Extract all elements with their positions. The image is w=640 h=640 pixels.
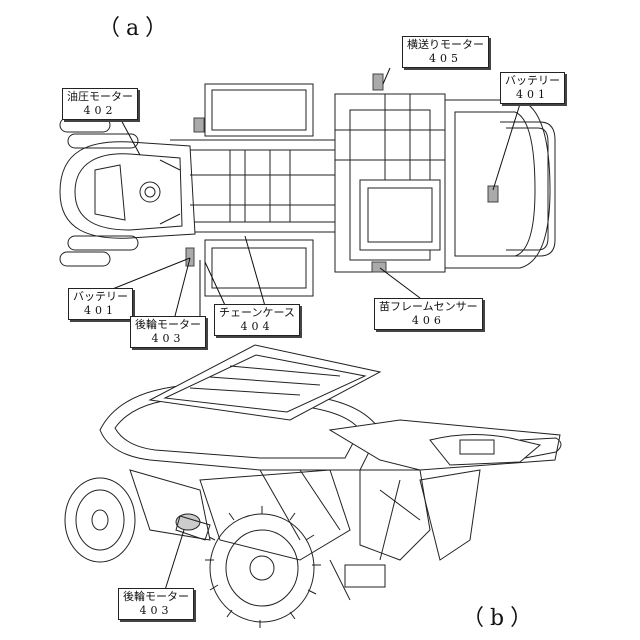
callout-name: チェーンケース bbox=[219, 306, 295, 320]
panel-label-b: （b） bbox=[462, 600, 538, 632]
callout-name: 苗フレームセンサー bbox=[379, 300, 478, 314]
callout-name: 横送りモーター bbox=[407, 38, 484, 52]
callout-number: 406 bbox=[379, 314, 478, 328]
callout-seedling-frame-sensor: 苗フレームセンサー 406 bbox=[374, 298, 483, 330]
callout-number: 404 bbox=[219, 320, 295, 334]
panel-label-a: （a） bbox=[98, 10, 173, 42]
callout-chain-case: チェーンケース 404 bbox=[214, 304, 300, 336]
callout-name: 油圧モーター bbox=[67, 90, 133, 104]
callout-hydraulic-motor: 油圧モーター 402 bbox=[62, 88, 138, 120]
callout-number: 401 bbox=[505, 88, 560, 102]
callout-number: 405 bbox=[407, 52, 484, 66]
callout-rear-wheel-motor-a: 後輪モーター 403 bbox=[130, 316, 206, 348]
callout-number: 401 bbox=[73, 304, 128, 318]
callout-battery-right: バッテリー 401 bbox=[500, 72, 565, 104]
callout-traverse-motor: 横送りモーター 405 bbox=[402, 36, 489, 68]
callout-name: 後輪モーター bbox=[123, 590, 189, 604]
callout-name: 後輪モーター bbox=[135, 318, 201, 332]
callout-number: 403 bbox=[123, 604, 189, 618]
callout-number: 402 bbox=[67, 104, 133, 118]
callout-rear-wheel-motor-b: 後輪モーター 403 bbox=[118, 588, 194, 620]
perspective-view-machine bbox=[65, 345, 561, 628]
callout-name: バッテリー bbox=[73, 290, 128, 304]
callout-battery-left: バッテリー 401 bbox=[68, 288, 133, 320]
callout-number: 403 bbox=[135, 332, 201, 346]
callout-name: バッテリー bbox=[505, 74, 560, 88]
